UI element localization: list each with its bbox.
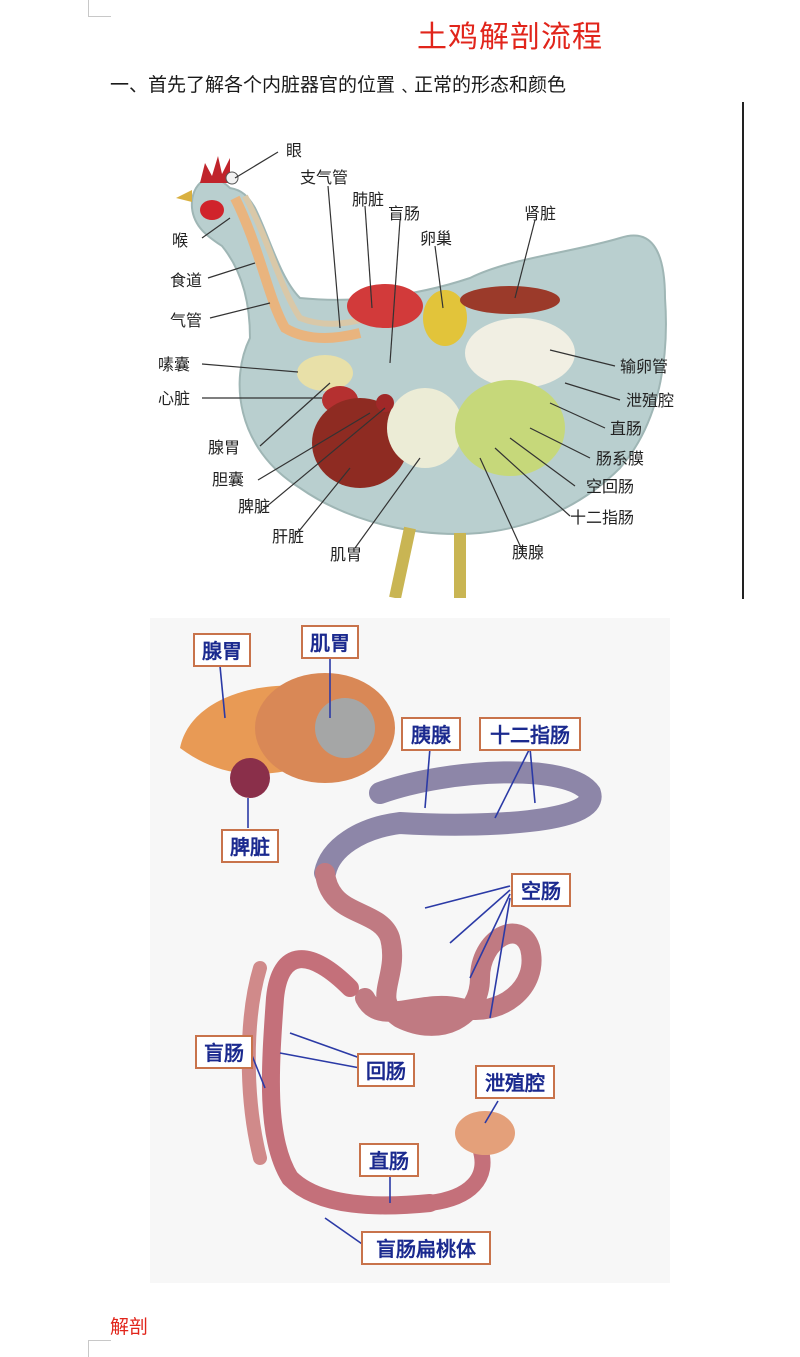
label-box-rectum: 直肠 xyxy=(359,1143,419,1177)
kidney-shape xyxy=(460,286,560,314)
label-jejunum: 空肠 xyxy=(521,879,561,903)
label-box-cloaca: 泄殖腔 xyxy=(475,1065,555,1099)
leader-lines xyxy=(201,151,621,551)
label-box-jejunum: 空肠 xyxy=(511,873,571,907)
label-box-duodenum: 十二指肠 xyxy=(479,717,581,751)
corner-mark-top xyxy=(88,0,111,17)
label-heart: 心脏 xyxy=(158,389,190,408)
label-box-ileum: 回肠 xyxy=(357,1053,415,1087)
corner-mark-bottom xyxy=(88,1340,111,1357)
wattle xyxy=(200,200,224,220)
label-kidney: 肾脏 xyxy=(524,204,556,223)
label-ovary: 卵巢 xyxy=(420,229,452,248)
label-cecum: 盲肠 xyxy=(388,204,420,223)
label-oviduct: 输卵管 xyxy=(620,357,668,376)
label-cecum: 盲肠 xyxy=(204,1041,244,1065)
spleen-shape xyxy=(230,758,270,798)
label-box-proventriculus: 腺胃 xyxy=(193,633,251,667)
ileum-tube xyxy=(261,950,439,1215)
esophagus-tube xyxy=(230,195,362,343)
eye-mark xyxy=(225,171,239,185)
comb xyxy=(200,156,230,183)
margin-rule xyxy=(742,102,744,599)
digestive-tract-figure: 腺胃 肌胃 胰腺 十二指肠 脾脏 空肠 盲肠 回肠 泄殖腔 直肠 盲肠扁桃体 xyxy=(150,618,670,1283)
label-gallbladder: 胆囊 xyxy=(212,470,244,489)
label-crop: 嗉囊 xyxy=(158,355,190,374)
label-liver: 肝脏 xyxy=(272,527,304,546)
section-heading: 一、首先了解各个内脏器官的位置﹑正常的形态和颜色 xyxy=(110,74,567,96)
label-rectum: 直肠 xyxy=(369,1149,409,1173)
liver-shape xyxy=(312,398,408,488)
jejunum-coils xyxy=(315,863,542,1036)
label-duodenum: 十二指肠 xyxy=(490,723,570,747)
label-box-pancreas: 胰腺 xyxy=(401,717,461,751)
oviduct-shape xyxy=(465,318,575,388)
lung-shape xyxy=(347,284,423,328)
label-lung: 肺脏 xyxy=(352,190,384,209)
spleen-shape xyxy=(376,394,394,412)
label-cloaca: 泄殖腔 xyxy=(626,391,674,410)
label-duodenum: 十二指肠 xyxy=(570,508,634,527)
label-bronchus: 支气管 xyxy=(300,168,348,187)
label-cecal-tonsil: 盲肠扁桃体 xyxy=(376,1237,477,1261)
label-rectum: 直肠 xyxy=(610,419,642,438)
label-spleen: 脾脏 xyxy=(238,497,270,516)
trachea-tube xyxy=(242,194,371,327)
label-proventriculus: 腺胃 xyxy=(202,639,242,663)
intestine-shape xyxy=(455,380,565,476)
label-gizzard: 肌胃 xyxy=(330,545,362,564)
label-eye: 眼 xyxy=(286,141,302,160)
label-box-cecum: 盲肠 xyxy=(195,1035,253,1069)
gizzard-highlight xyxy=(315,698,375,758)
label-spleen: 脾脏 xyxy=(230,835,270,859)
pointer-arrows xyxy=(219,658,536,1247)
ovary-shape xyxy=(423,290,467,346)
beak xyxy=(176,190,192,202)
label-gizzard: 肌胃 xyxy=(310,631,350,655)
leg-left xyxy=(389,526,416,598)
label-box-gizzard: 肌胃 xyxy=(301,625,359,659)
duodenum-loop xyxy=(314,761,602,884)
label-box-cecal-tonsil: 盲肠扁桃体 xyxy=(361,1231,491,1265)
label-pancreas: 胰腺 xyxy=(411,723,452,747)
label-ileum: 回肠 xyxy=(366,1059,406,1083)
label-jejunum-ileum: 空回肠 xyxy=(586,477,634,496)
crop-shape xyxy=(297,355,353,391)
label-larynx: 喉 xyxy=(172,231,188,250)
label-cloaca: 泄殖腔 xyxy=(485,1071,545,1095)
label-box-spleen: 脾脏 xyxy=(221,829,279,863)
chicken-anatomy-diagram: 眼 支气管 肺脏 盲肠 肾脏 卵巢 喉 食道 气管 嗉囊 心脏 腺胃 胆囊 脾脏… xyxy=(158,141,674,598)
label-trachea: 气管 xyxy=(170,311,202,330)
label-proventriculus: 腺胃 xyxy=(208,438,240,457)
cloaca-shape xyxy=(455,1111,515,1155)
gizzard-shape xyxy=(387,388,463,468)
rectum-tube xyxy=(422,1140,491,1211)
label-esophagus: 食道 xyxy=(170,271,202,290)
label-mesentery: 肠系膜 xyxy=(596,449,644,468)
page-title: 土鸡解剖流程 xyxy=(417,20,603,55)
footer-text: 解剖 xyxy=(110,1316,149,1338)
label-pancreas: 胰腺 xyxy=(512,543,544,562)
